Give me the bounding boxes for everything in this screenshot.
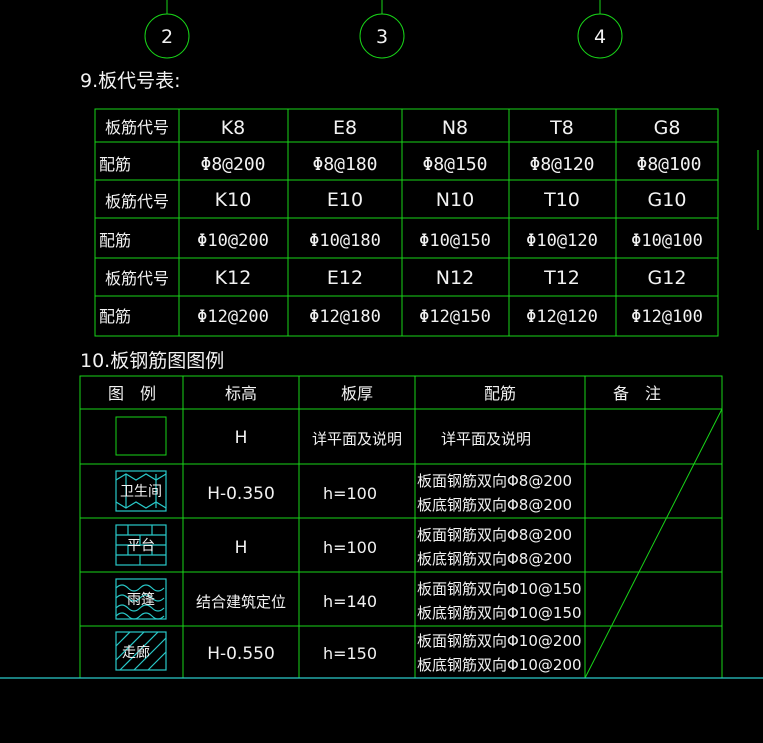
table9-cell: Φ12@180 <box>309 307 381 327</box>
table9-cell: Φ10@120 <box>526 231 598 251</box>
table9-cell: E12 <box>327 267 363 289</box>
legend-rebar-line: 板底钢筋双向Φ10@200 <box>417 656 582 674</box>
table9-cell: Φ8@180 <box>312 154 377 175</box>
legend-rebar-line: 板面钢筋双向Φ10@150 <box>417 580 582 598</box>
table9-cell: E8 <box>333 117 357 139</box>
table9-cell: N8 <box>442 117 468 139</box>
axis-label-3: 3 <box>376 26 388 48</box>
legend-label: 卫生间 <box>120 484 162 500</box>
legend-elevation: H-0.350 <box>207 484 275 504</box>
table9-cell: Φ10@150 <box>419 231 491 251</box>
table9-cell: Φ8@120 <box>529 154 594 175</box>
section10-title: 10.板钢筋图图例 <box>80 350 224 372</box>
table9-cell: Φ12@120 <box>526 307 598 327</box>
legend-elevation: H <box>235 538 248 558</box>
legend-thickness: h=150 <box>323 644 377 663</box>
legend-rebar-line: 板面钢筋双向Φ8@200 <box>417 526 572 544</box>
table9-cell: 配筋 <box>99 307 131 326</box>
legend-rebar-line: 板底钢筋双向Φ8@200 <box>417 496 572 514</box>
plate-code-table: 板筋代号 K8 E8 N8 T8 G8 配筋 Φ8@200 Φ8@180 Φ8@… <box>94 108 719 337</box>
legend-swatch-hex <box>115 470 167 512</box>
table9-cell: Φ8@150 <box>422 154 487 175</box>
table9-cell: G8 <box>654 117 681 139</box>
legend-rebar-line: 板面钢筋双向Φ10@200 <box>417 632 582 650</box>
axis-bubble-4 <box>577 13 623 59</box>
legend-thickness: h=100 <box>323 484 377 503</box>
legend-label: 雨篷 <box>127 592 155 608</box>
legend-label: 平台 <box>127 538 155 554</box>
legend-swatch-diagonal <box>115 631 167 671</box>
table9-cell: T10 <box>543 189 580 211</box>
table9-cell: Φ12@100 <box>631 307 703 327</box>
legend-swatch-wave <box>115 578 167 620</box>
table9-cell: 板筋代号 <box>105 269 169 288</box>
table9-cell: Φ12@150 <box>419 307 491 327</box>
axis-bubble-2 <box>144 13 190 59</box>
legend-elevation: 结合建筑定位 <box>196 593 286 611</box>
legend-label: 走廊 <box>122 644 150 661</box>
table9-cell: 配筋 <box>99 155 131 174</box>
legend-swatch-plain <box>115 416 167 456</box>
table9-cell: 板筋代号 <box>105 192 169 211</box>
table9-cell: N12 <box>436 267 474 289</box>
axis-label-2: 2 <box>161 26 173 48</box>
legend-swatch-brick <box>115 524 167 566</box>
table9-cell: K12 <box>215 267 252 289</box>
table9-cell: 板筋代号 <box>105 118 169 137</box>
table10-header: 配筋 <box>484 384 516 403</box>
axis-label-4: 4 <box>594 26 606 48</box>
rebar-legend-table: 图 例 标高 板厚 配筋 备 注 H 详平面及说明 详平面及说明 卫生间 H-0… <box>79 375 723 679</box>
table9-cell: 配筋 <box>99 231 131 250</box>
table9-cell: Φ12@200 <box>197 307 269 327</box>
table9-cell: E10 <box>327 189 363 211</box>
legend-rebar-line: 板底钢筋双向Φ10@150 <box>417 604 582 622</box>
table9-cell: G10 <box>648 189 687 211</box>
remarks-slash <box>584 408 723 679</box>
table9-cell: G12 <box>648 267 687 289</box>
table10-header: 标高 <box>225 384 257 403</box>
section9-title: 9.板代号表: <box>80 70 181 92</box>
axis-bubble-3 <box>359 13 405 59</box>
table9-cell: Φ8@200 <box>200 154 265 175</box>
legend-rebar-line: 板面钢筋双向Φ8@200 <box>417 472 572 490</box>
table9-cell: K8 <box>221 117 246 139</box>
legend-elevation: H <box>235 428 248 448</box>
legend-rebar-line: 详平面及说明 <box>441 430 531 448</box>
table10-header: 板厚 <box>341 384 373 403</box>
legend-elevation: H-0.550 <box>207 644 275 664</box>
table9-cell: K10 <box>215 189 252 211</box>
legend-thickness: 详平面及说明 <box>312 430 402 448</box>
table9-cell: T8 <box>549 117 574 139</box>
table9-cell: Φ10@180 <box>309 231 381 251</box>
table10-header: 备 注 <box>613 384 661 403</box>
table9-cell: N10 <box>436 189 474 211</box>
legend-thickness: h=100 <box>323 538 377 557</box>
table10-header: 图 例 <box>108 384 156 403</box>
table9-cell: T12 <box>543 267 580 289</box>
axis-markers: 2 3 4 <box>144 0 623 59</box>
table9-cell: Φ10@100 <box>631 231 703 251</box>
legend-rebar-line: 板底钢筋双向Φ8@200 <box>417 550 572 568</box>
legend-thickness: h=140 <box>323 592 377 611</box>
table9-cell: Φ8@100 <box>636 154 701 175</box>
table9-cell: Φ10@200 <box>197 231 269 251</box>
